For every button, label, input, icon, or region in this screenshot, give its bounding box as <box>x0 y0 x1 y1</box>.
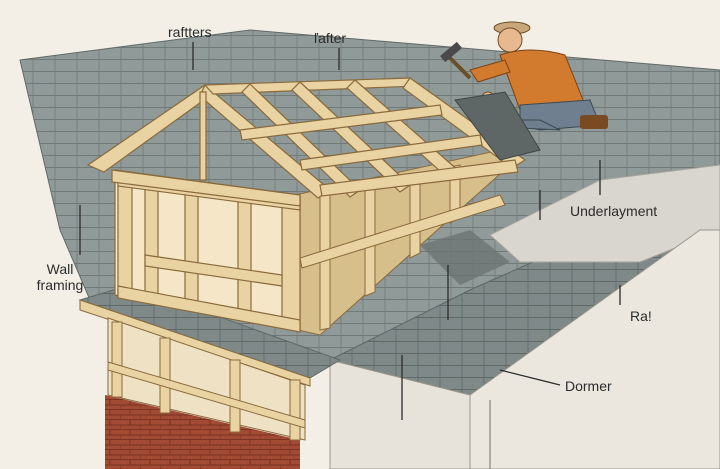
dormer-gable <box>86 84 331 207</box>
leader-lines <box>79 42 621 420</box>
label-rail: Ra! <box>630 308 652 324</box>
underlayment-dark-patch <box>420 230 510 285</box>
leader-dormer-2 <box>499 369 561 386</box>
label-dormer: Dormer <box>565 378 612 394</box>
label-underlayment: Underlayment <box>570 203 658 219</box>
hammer-icon <box>440 41 472 80</box>
worker-figure <box>469 21 608 131</box>
label-rafter: ľafter <box>314 30 347 46</box>
brick-base <box>105 395 300 469</box>
label-wall-framing-line1: Wall <box>46 261 74 277</box>
dormer-side-studs <box>299 164 506 331</box>
shingle-sheet <box>454 91 541 161</box>
label-rafters: raftters <box>168 24 212 40</box>
house-wall <box>329 359 471 469</box>
label-wall-framing-line2: framing <box>36 277 84 293</box>
label-wall-framing: Wall framing <box>20 261 100 293</box>
porch-fascia <box>79 299 311 387</box>
porch-studs <box>107 321 306 441</box>
house-wall-right <box>469 229 720 469</box>
